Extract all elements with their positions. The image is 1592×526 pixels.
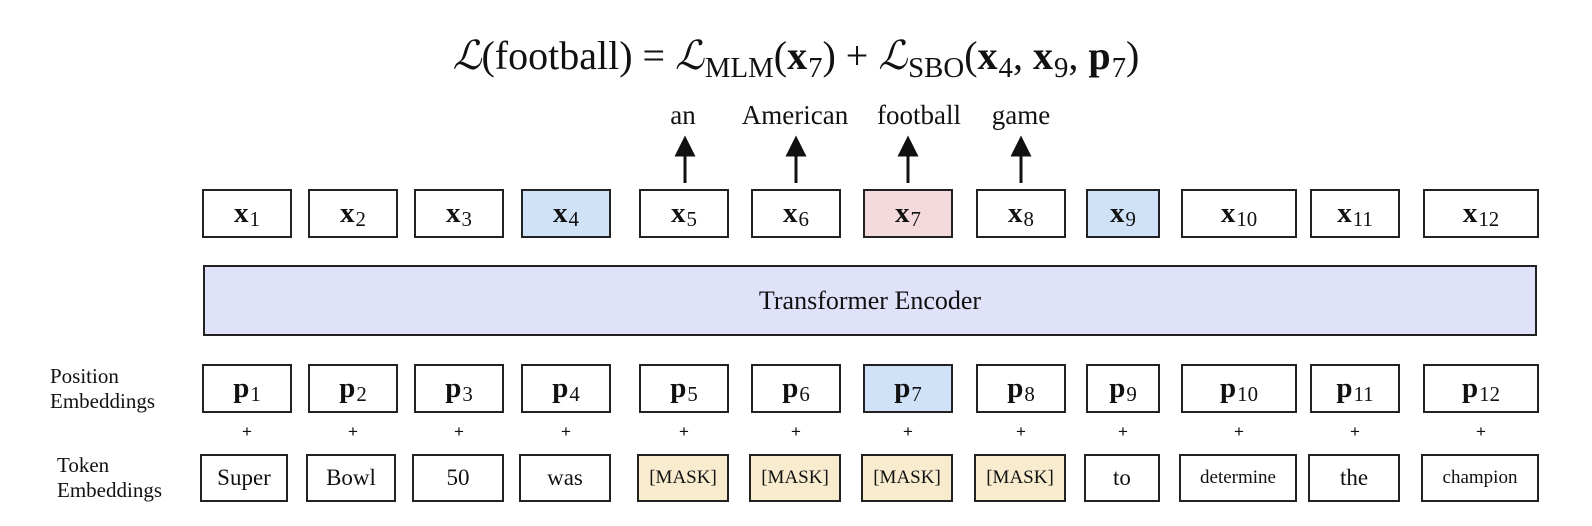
sbo-x4-subscript: 4 [998, 52, 1013, 85]
sbo-close-paren: ) [1126, 33, 1140, 78]
mlm-loss-symbol: ℒ [675, 33, 704, 78]
encoder-label: Transformer Encoder [758, 285, 982, 315]
plus-sign: + [348, 422, 358, 441]
loss-formula: ℒ(football) = ℒMLM(x7) + ℒSBO(x4, x9, p7… [0, 26, 1592, 90]
mlm-close-plus: ) + [822, 33, 879, 78]
token-to: to [1084, 454, 1160, 502]
plus-sign: + [903, 422, 913, 441]
token-the: the [1308, 454, 1400, 502]
sbo-x4-symbol: x [977, 33, 998, 78]
loss-symbol: ℒ [452, 33, 482, 78]
sbo-loss-symbol: ℒ [878, 33, 908, 78]
plus-sign: + [1118, 422, 1128, 441]
token-determine: determine [1179, 454, 1297, 502]
plus-sign: + [242, 422, 252, 441]
token-bowl: Bowl [306, 454, 396, 502]
token-super: Super [200, 454, 288, 502]
token-mask: [MASK] [974, 454, 1066, 502]
sbo-x9-symbol: x [1032, 33, 1053, 78]
plus-sign: + [1350, 422, 1360, 441]
token-mask: [MASK] [637, 454, 729, 502]
output-word-game: game [991, 100, 1051, 130]
plus-sign: + [679, 422, 689, 441]
output-word-an: an [670, 100, 696, 130]
token-embeddings-label: Token Embeddings [57, 453, 162, 502]
token-was: was [519, 454, 611, 502]
sbo-x9-subscript: 9 [1053, 52, 1069, 85]
output-word-american: American [741, 100, 849, 130]
position-embeddings-label: Position Embeddings [50, 364, 155, 413]
sbo-separator-2: , [1068, 33, 1089, 78]
mlm-x-subscript: 7 [808, 52, 823, 85]
plus-sign: + [454, 422, 464, 441]
plus-sign: + [1016, 422, 1026, 441]
plus-sign: + [561, 422, 571, 441]
mlm-loss-subscript: MLM [704, 52, 774, 85]
token-mask: [MASK] [749, 454, 841, 502]
output-word-football: football [877, 100, 961, 130]
sbo-p7-symbol: p [1088, 33, 1111, 78]
token-50: 50 [412, 454, 504, 502]
plus-sign: + [791, 422, 801, 441]
plus-sign: + [1476, 422, 1486, 441]
loss-argument: (football) = [481, 33, 676, 78]
plus-sign: + [1234, 422, 1244, 441]
sbo-loss-subscript: SBO [908, 52, 965, 85]
mlm-open-paren: ( [773, 33, 788, 78]
token-champion: champion [1421, 454, 1539, 502]
token-mask: [MASK] [861, 454, 953, 502]
transformer-encoder-block: Transformer Encoder [203, 265, 1537, 336]
sbo-separator-1: , [1012, 33, 1033, 78]
sbo-p7-subscript: 7 [1111, 52, 1126, 85]
sbo-open-paren: ( [964, 33, 978, 78]
mlm-x-symbol: x [787, 33, 808, 78]
